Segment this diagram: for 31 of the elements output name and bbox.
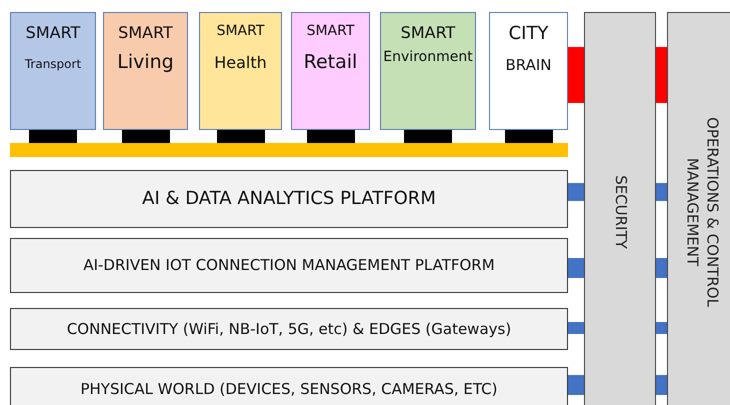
tile-label: Health bbox=[214, 52, 267, 72]
tile-label: Retail bbox=[304, 50, 358, 74]
tile-label: Environment bbox=[383, 49, 473, 66]
application-tile bbox=[489, 12, 568, 130]
platform-layer bbox=[10, 170, 568, 228]
tile-label: BRAIN bbox=[505, 56, 552, 74]
platform-layer bbox=[10, 367, 568, 405]
application-tile bbox=[380, 12, 476, 130]
application-tile bbox=[10, 12, 96, 130]
tile-heading: SMART bbox=[216, 23, 264, 40]
tile-heading: SMART bbox=[400, 23, 456, 43]
tile-label: Living bbox=[117, 51, 174, 75]
tile-label: Transport bbox=[24, 57, 82, 72]
platform-layer bbox=[10, 238, 568, 293]
layer-label: AI-DRIVEN IOT CONNECTION MANAGEMENT PLATFORM bbox=[83, 256, 495, 275]
application-tile bbox=[103, 12, 188, 130]
layer-label: PHYSICAL WORLD (DEVICES, SENSORS, CAMERAS, ETC) bbox=[80, 380, 498, 399]
application-tile bbox=[291, 12, 370, 130]
layer-label: CONNECTIVITY (WiFi, NB-IoT, 5G, etc) & EDGES (Gateways) bbox=[66, 320, 512, 338]
tile-heading: SMART bbox=[118, 23, 173, 43]
tile-heading: CITY bbox=[508, 23, 548, 46]
pillar-label: OPERATIONS & CONTROL MANAGEMENT bbox=[683, 116, 722, 309]
application-tile bbox=[199, 12, 282, 130]
pillar-label: SECURITY bbox=[610, 175, 630, 249]
layer-label: AI & DATA ANALYTICS PLATFORM bbox=[142, 188, 436, 210]
tile-heading: SMART bbox=[306, 23, 354, 40]
tile-heading: SMART bbox=[26, 23, 80, 43]
bus-bar bbox=[10, 143, 568, 157]
vertical-pillar bbox=[667, 12, 730, 405]
platform-layer bbox=[10, 308, 568, 350]
vertical-pillar bbox=[584, 12, 656, 405]
